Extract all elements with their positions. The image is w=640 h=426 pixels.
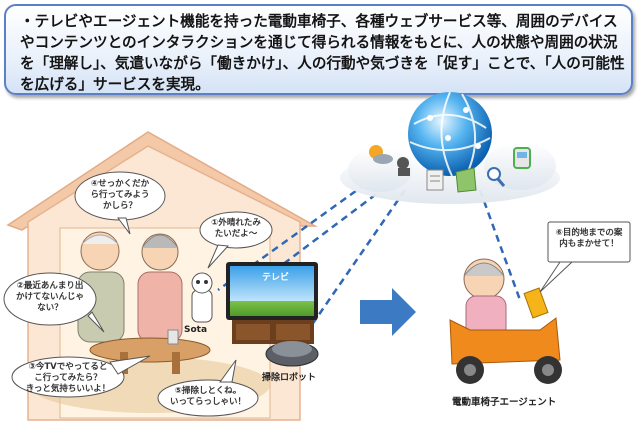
map-icon [455, 167, 477, 193]
train-icon [513, 147, 531, 169]
bubble-1: ①外晴れたみたいだよ～ [211, 218, 261, 239]
film-icon [397, 157, 410, 176]
wheelchair-label: 電動車椅子エージェント [452, 397, 557, 408]
newspaper-icon [426, 169, 444, 191]
bubble-5: ⑤掃除しとくね。いってらっしゃい！ [169, 386, 247, 407]
bubble-2: ②最近あんまり出かけてないんじゃない？ [15, 281, 84, 313]
robot-label: Sota [184, 325, 208, 335]
summary-banner: ・テレビやエージェント機能を持った電動車椅子、各種ウェブサービス等、周囲のデバイ… [4, 4, 633, 95]
magnifier-icon [487, 167, 506, 187]
elderly-couple [77, 231, 183, 343]
bubble-3: ③今TVでやってるとこ行ってみたら？きっと気持ちいいよ！ [25, 362, 111, 394]
speech-bubbles [3, 171, 631, 417]
bubble-tails [87, 217, 574, 383]
tv [226, 262, 318, 344]
sota-robot [191, 272, 213, 323]
weather-icon [369, 145, 393, 164]
vacuum-label: 掃除ロボット [262, 373, 317, 383]
transition-arrow [360, 288, 416, 336]
cloud-services [340, 91, 560, 204]
bubble-6: ⑥目的地までの案内もまかせて！ [555, 228, 623, 249]
globe-icon [408, 92, 492, 176]
electric-wheelchair [449, 258, 562, 384]
tv-label: テレビ [262, 273, 290, 283]
vacuum-robot [265, 341, 319, 367]
bubble-4: ④せっかくだから行ってみようかしら？ [90, 179, 150, 211]
summary-text: ・テレビやエージェント機能を持った電動車椅子、各種ウェブサービス等、周囲のデバイ… [20, 13, 625, 93]
